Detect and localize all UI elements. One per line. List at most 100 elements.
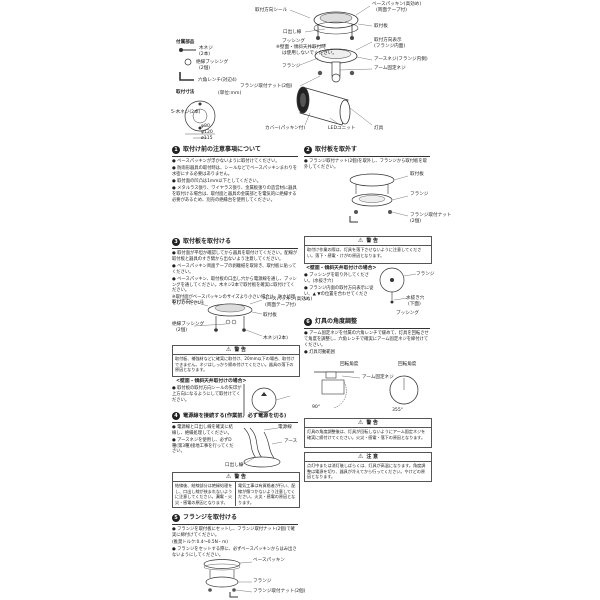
section-4-number: 4 <box>172 412 180 420</box>
label-base-packing: ベースパッキン(高効め) <box>372 2 422 7</box>
section-1-title: 取付け前の注意事項について <box>183 146 261 154</box>
s4-warn-right: 電気工事は有資格者が行い、配線が傷つかないよう注意してください。火災・感電の原因… <box>238 483 296 505</box>
s1-para-3: ● メタルラス張り、ワイヤラス張り、金属板張りの造営材に器具を取付ける場合は、取… <box>172 186 297 203</box>
s2-label-flange: フランジ <box>410 192 429 197</box>
label-cover: カバー(パッキン付) <box>265 126 306 131</box>
s3-label-bushing: 絶縁ブッシング <box>172 322 205 327</box>
label-arm-screw: アーム固定ネジ <box>374 66 406 71</box>
s5-label-flange: フランジ <box>253 579 272 584</box>
s4-para-0: ● 電源線と口出し線を確実に結線し、絶縁処理してください。 <box>172 425 233 436</box>
s1-para-1: ● 防雨形器具の取付時は、シールなどでベースパッキンまわりを水密にする必要はあり… <box>172 166 297 177</box>
s2-warn-title: 警 告 <box>366 237 379 244</box>
section-2-diagram <box>349 173 409 223</box>
s5b-para-1: ● フランジ内面の取付方向表示に従い、▲ ▼の位置を合わせてください。 <box>304 285 374 303</box>
s3-warn-title: 警 告 <box>234 346 247 353</box>
s4-warn-title: 警 告 <box>234 473 247 480</box>
section-1-number: 1 <box>172 146 180 154</box>
s4-para-1: ● アースネジを使用し、必ずD種(第3種)接地工事を行ってください。 <box>172 437 234 455</box>
s6-label-angle2: 回転角度 <box>398 362 417 367</box>
section-4-body: ● 電源線と口出し線を確実に結線し、絶縁処理してください。 ● アースネジを使用… <box>172 425 234 457</box>
section-6-warning: ⚠警 告 灯具の角度調整後は、灯具が回転しないようにアーム固定ネジを確実に締付け… <box>304 418 432 448</box>
accessories-title: 付属部品 <box>176 40 195 45</box>
s3-label-base-packing: ベースパッキン(高効め) <box>263 297 313 302</box>
s3-wall-diagram <box>243 384 291 416</box>
wood-screw-icon <box>179 48 183 52</box>
label-outlet: 口出し線 <box>283 30 302 35</box>
acc-hex-wrench: 六角レンチ(対辺4) <box>198 78 237 83</box>
s2-para-0: ● フランジ取付ナット(2個)を取外し、フランジから取付板を取外してください。 <box>304 159 427 170</box>
section-5-rule <box>172 524 298 526</box>
s1-para-0: ● ベースパッキンが浮かないように取付けてください。 <box>172 159 280 164</box>
section-4-rule <box>172 422 298 424</box>
s5b-label-flange: フランジ <box>416 272 435 277</box>
s3-label-mount-plate: 取付板 <box>263 313 277 318</box>
section-1-header: 1 取付け前の注意事項について <box>172 146 261 154</box>
label-bushing-note1: ※壁面・傾斜天井取付時 <box>276 45 326 50</box>
section-5-diagram <box>203 559 253 598</box>
s2-label-flange-nut: フランジ取付ナット <box>410 213 452 218</box>
section-2-warning: ⚠警 告 取付け作業の際は、灯具を落下させないように注意してください。落下・感電… <box>304 236 432 264</box>
acc-bushing: 絶縁ブッシング <box>196 60 229 65</box>
s3-label-mount-seal: 取付方向シール <box>172 300 205 305</box>
s6-label-arm-screw: アーム固定ネジ <box>362 375 394 380</box>
bushing-icon <box>184 58 192 66</box>
label-flange-inner: (フランジ内面) <box>374 44 406 49</box>
s6-warn-title: 警 告 <box>366 419 379 426</box>
section-4-header: 4 電源線を接続する(作業前、必ず電源を切る) <box>172 412 286 420</box>
label-earth-screw: アースネジ(フランジ内側) <box>374 57 428 62</box>
section-5-header: 5 フランジを取付ける <box>172 514 237 522</box>
dims-unit: (単位:mm) <box>218 91 242 96</box>
section-6-caution: ⚠注 意 点灯中または消灯後しばらくは、灯具が高温になります。角度調整は電源を切… <box>304 452 432 482</box>
section-5-title: フランジを取付ける <box>183 514 238 522</box>
dims-title: 取付寸法 <box>176 90 195 95</box>
section-3-diagram <box>193 299 263 337</box>
section-2-rule <box>304 156 430 158</box>
s6-angle-diagram <box>314 371 419 409</box>
s5b-heading: <壁面・傾斜天井取付けの場合> <box>306 266 377 271</box>
s5b-diagram <box>379 267 417 304</box>
section-3-title: 取付板を取付ける <box>183 238 232 246</box>
s3-warn-body: 取付板、補強材などに確実に取付け、20mm以下の場合、取付けできません。ネジはし… <box>175 356 295 373</box>
section-1-rule <box>172 156 298 158</box>
caution-triangle-icon: ⚠ <box>357 453 364 460</box>
dims-d1: φ80 <box>201 124 210 129</box>
section-3-number: 3 <box>172 238 180 246</box>
s4-warn-left: 結線後、結線部分は絶縁処理をし、口出し線が挟まれないように注意してください。漏電… <box>173 482 236 507</box>
s5b-body: ● ブッシングを取り外してください。(水抜き穴) ● フランジ内面の取付方向表示… <box>304 273 374 305</box>
section-2-number: 2 <box>304 146 312 154</box>
s5-label-flange-nut: フランジ取付ナット(2個) <box>253 589 306 594</box>
label-led-unit: LEDユニット <box>328 126 356 131</box>
s6-warn-body: 灯具の角度調整後は、灯具が回転しないようにアーム固定ネジを確実に締付けてください… <box>307 429 426 440</box>
section-2-header: 2 取付板を取外す <box>304 146 357 154</box>
warning-triangle-icon: ⚠ <box>357 237 364 244</box>
section-4-title: 電源線を接続する(作業前、必ず電源を切る) <box>183 412 287 419</box>
label-mount-direction: 取付方向表示 <box>374 38 402 43</box>
section-3-header: 3 取付板を取付ける <box>172 238 231 246</box>
warning-triangle-icon: ⚠ <box>225 346 232 353</box>
s3-para-0: ● 取付面が平坦か確認してから器具を取付けてください。配線が取付板と器具のすき間… <box>172 251 298 262</box>
s5b-para-0: ● ブッシングを取り外してください。(水抜き穴) <box>304 273 370 284</box>
label-flange: フランジ <box>282 64 301 69</box>
section-2-body: ● フランジ取付ナット(2個)を取外し、フランジから取付板を取外してください。 <box>304 159 430 172</box>
s5b-label-bottom: (下面) <box>408 302 421 307</box>
s5-para-2: ● フランジをセットする際に、必ずベースパッキンからはみ出さないようにしてくださ… <box>172 546 297 558</box>
s4-label-power: 電源線 <box>278 425 292 430</box>
s6-label-angle1: 回転角度 <box>340 362 359 367</box>
s3-para-2: ● ベースパッキン、取付板の口出し穴から電源線を通し、ブッシングを通してください… <box>172 276 297 294</box>
s5-label-base-packing: ベースパッキン <box>253 558 285 563</box>
label-mount-seal: 取付方向シール <box>255 8 288 13</box>
s5-para-1: (推奨トルク:0.4〜0.5N・m) <box>172 539 228 545</box>
s6-caution-title: 注 意 <box>366 453 379 460</box>
s2-warn-body: 取付け作業の際は、灯具を落下させないように注意してください。落下・感電・けがの原… <box>307 247 422 258</box>
section-2-title: 取付板を取外す <box>315 146 358 154</box>
s3-label-tape: (両面テープ付) <box>265 303 296 308</box>
s3-wall-body: ● 取付板の取付方向シールの矢印が上方向になるようにして取付けてください。 <box>172 386 242 405</box>
label-fixture: 灯具 <box>374 126 384 131</box>
s3-para-3: ※取付面がベースパッキンのサイズより小さい場合は、防水処理をしてください。 <box>172 295 296 307</box>
label-mount-plate: 取付板 <box>374 24 388 29</box>
s2-label-qty: (2個) <box>410 219 422 224</box>
warning-triangle-icon: ⚠ <box>225 473 232 480</box>
section-4-warning: ⚠警 告 結線後、結線部分は絶縁処理をし、口出し線が挟まれないように注意してくだ… <box>172 472 300 508</box>
s3-label-bushing-qty: (2個) <box>176 328 188 333</box>
